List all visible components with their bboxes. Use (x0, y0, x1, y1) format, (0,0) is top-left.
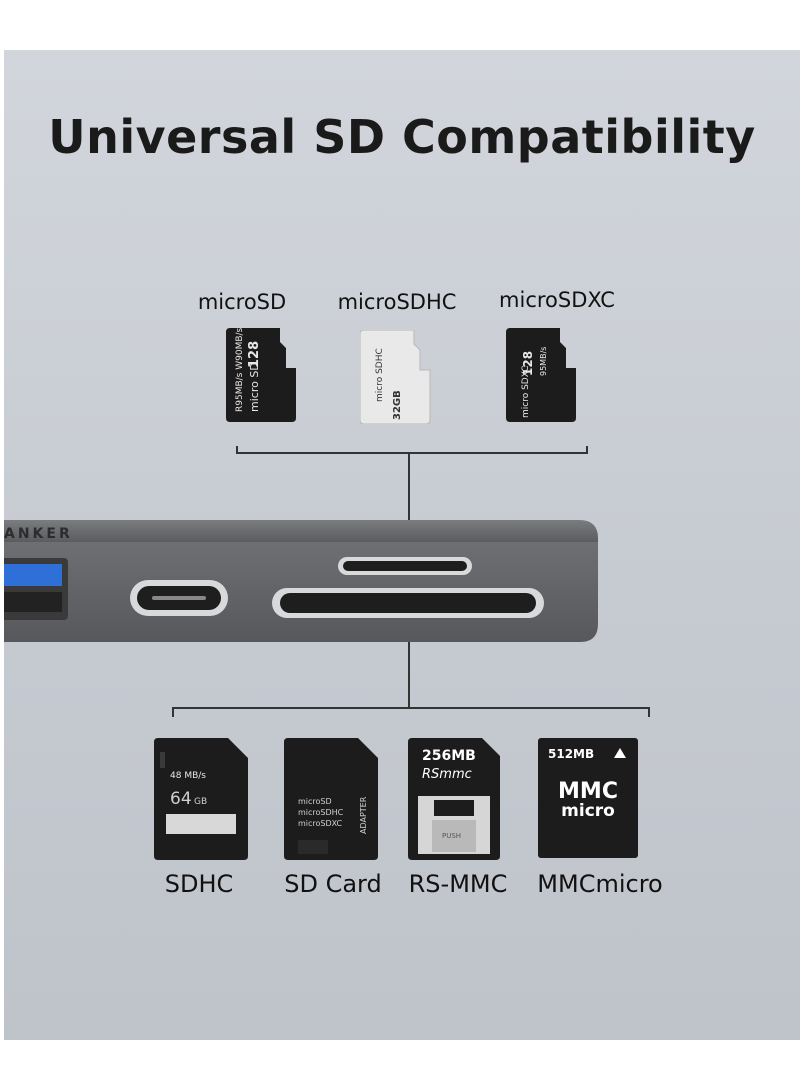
label-sd-card: SD Card (284, 870, 382, 898)
mmcmicro-line1: MMC (558, 779, 618, 804)
microsd-card-image: R95MB/s W90MB/s micro SD 128 (226, 328, 296, 422)
sd-adapter-side: ADAPTER (359, 796, 368, 834)
sd-adapter-line2: microSDHC (298, 808, 344, 817)
page-title: Universal SD Compatibility (48, 110, 756, 164)
bottom-bracket-left-tick (172, 707, 174, 717)
mmcmicro-cap: 512MB (548, 747, 594, 761)
label-microsd: microSD (197, 290, 287, 314)
rs-mmc-push: PUSH (442, 832, 461, 840)
microsdxc-brand: micro SDXC (521, 365, 531, 418)
label-microsdhc: microSDHC (337, 290, 457, 314)
sd-adapter-line1: microSD (298, 797, 332, 806)
bottom-connector (408, 642, 410, 708)
microsdxc-card-image: 128 95MB/s micro SDXC (506, 328, 576, 422)
top-bracket-right-tick (586, 446, 588, 454)
label-rs-mmc: RS-MMC (408, 870, 508, 898)
microsdhc-card-image: micro SDHC 32GB (360, 330, 431, 424)
sdhc-speed: 48 MB/s (170, 771, 206, 781)
usb-c-hub-image: ANKER (4, 520, 598, 642)
label-mmcmicro: MMCmicro (537, 870, 663, 898)
sdhc-unit: GB (194, 797, 207, 807)
microsd-cap: 128 (247, 341, 262, 368)
top-bracket-line (236, 452, 588, 454)
label-microsdxc: microSDXC (499, 288, 615, 312)
mmcmicro-card-image: 512MB MMC micro (538, 738, 638, 858)
top-connector (408, 452, 410, 562)
microsdhc-cap: 32GB (392, 390, 403, 420)
sdhc-cap: 64 (170, 789, 192, 809)
microsd-speed: R95MB/s W90MB/s (235, 328, 245, 412)
rs-mmc-card-image: 256MB RSmmc PUSH (408, 738, 500, 860)
hub-brand: ANKER (4, 526, 73, 542)
rs-mmc-cap: 256MB (422, 748, 476, 764)
rs-mmc-brand: RSmmc (422, 767, 472, 782)
sd-adapter-line3: microSDXC (298, 819, 343, 828)
sd-adapter-card-image: microSD microSDHC microSDXC ADAPTER (284, 738, 378, 860)
bottom-bracket-line (172, 707, 650, 709)
mmcmicro-line2: micro (561, 801, 615, 821)
top-bracket-left-tick (236, 446, 238, 454)
bottom-bracket-right-tick (648, 707, 650, 717)
microsdxc-cap: 128 (521, 351, 535, 376)
microsdxc-speed: 95MB/s (539, 347, 548, 376)
microsdhc-brand: micro SDHC (375, 348, 385, 402)
label-sdhc: SDHC (164, 870, 234, 898)
microsd-brand: micro SD (248, 362, 261, 412)
product-panel: Universal SD Compatibility microSD micro… (4, 50, 800, 1040)
sdhc-card-image: 48 MB/s 64 GB (154, 738, 248, 860)
